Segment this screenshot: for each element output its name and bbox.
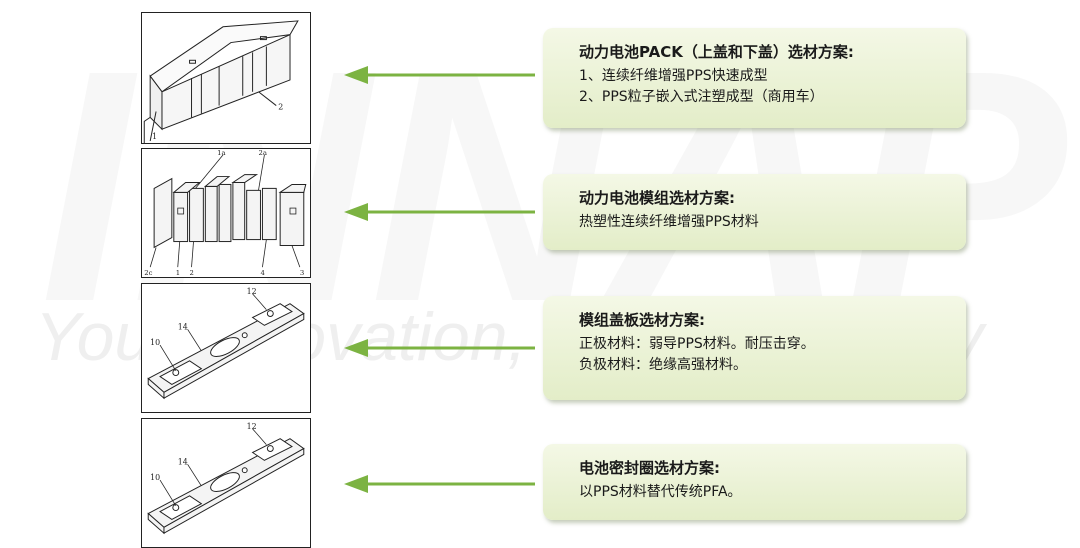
material-box-seal-ring: 电池密封圈选材方案: 以PPS材料替代传统PFA。: [543, 444, 966, 520]
module-label-2: 2: [190, 269, 194, 277]
pack-label-1: 1: [152, 132, 157, 141]
box-line: 1、连续纤维增强PPS快速成型: [579, 68, 768, 84]
battery-pack-illustration: 1 2: [143, 20, 299, 143]
arrow-left-icon: [344, 203, 535, 221]
material-box-pack: 动力电池PACK（上盖和下盖）选材方案: 1、连续纤维增强PPS快速成型 2、P…: [543, 28, 966, 128]
box-line: 热塑性连续纤维增强PPS材料: [579, 214, 759, 230]
material-box-module: 动力电池模组选材方案: 热塑性连续纤维增强PPS材料: [543, 174, 966, 250]
material-box-cover-plate: 模组盖板选材方案: 正极材料：弱导PPS材料。耐压击穿。 负极材料：绝缘高强材料…: [543, 296, 966, 400]
module-label-1a: 1a: [217, 149, 225, 157]
cover-plate-drawing: 12 14 10: [141, 283, 311, 413]
box-title: 电池密封圈选材方案:: [579, 459, 720, 477]
module-label-1: 1: [176, 269, 180, 277]
battery-module-drawing: 1a 2a 2c 1 2 4 3: [141, 148, 311, 278]
seal-label-10: 10: [150, 473, 160, 482]
seal-label-14: 14: [178, 457, 188, 466]
arrow-left-icon: [344, 339, 535, 357]
box-title: 模组盖板选材方案:: [579, 311, 705, 329]
battery-module-illustration: 1a 2a 2c 1 2 4 3: [144, 149, 307, 277]
seal-ring-drawing: 12 14 10: [141, 418, 311, 548]
box-line: 以PPS材料替代传统PFA。: [579, 484, 742, 500]
battery-pack-drawing: 1 2: [141, 12, 311, 144]
seal-label-12: 12: [247, 422, 257, 431]
pack-label-2: 2: [278, 103, 283, 112]
arrow-left-icon: [344, 475, 535, 493]
box-line: 正极材料：弱导PPS材料。耐压击穿。: [579, 336, 815, 352]
plate-label-10: 10: [150, 338, 160, 347]
box-title: 动力电池PACK（上盖和下盖）选材方案:: [579, 43, 854, 61]
module-label-3: 3: [300, 269, 304, 277]
module-label-2c: 2c: [144, 269, 152, 277]
module-label-4: 4: [260, 269, 265, 277]
box-line: 负极材料：绝缘高强材料。: [579, 357, 747, 373]
plate-label-14: 14: [178, 322, 188, 331]
seal-ring-illustration: 12 14 10: [147, 422, 305, 535]
cover-plate-illustration: 12 14 10: [147, 287, 305, 400]
arrow-left-icon: [344, 66, 535, 84]
module-label-2a: 2a: [258, 149, 266, 157]
box-line: 2、PPS粒子嵌入式注塑成型（商用车）: [579, 89, 824, 105]
plate-label-12: 12: [247, 287, 257, 296]
box-title: 动力电池模组选材方案:: [579, 189, 735, 207]
